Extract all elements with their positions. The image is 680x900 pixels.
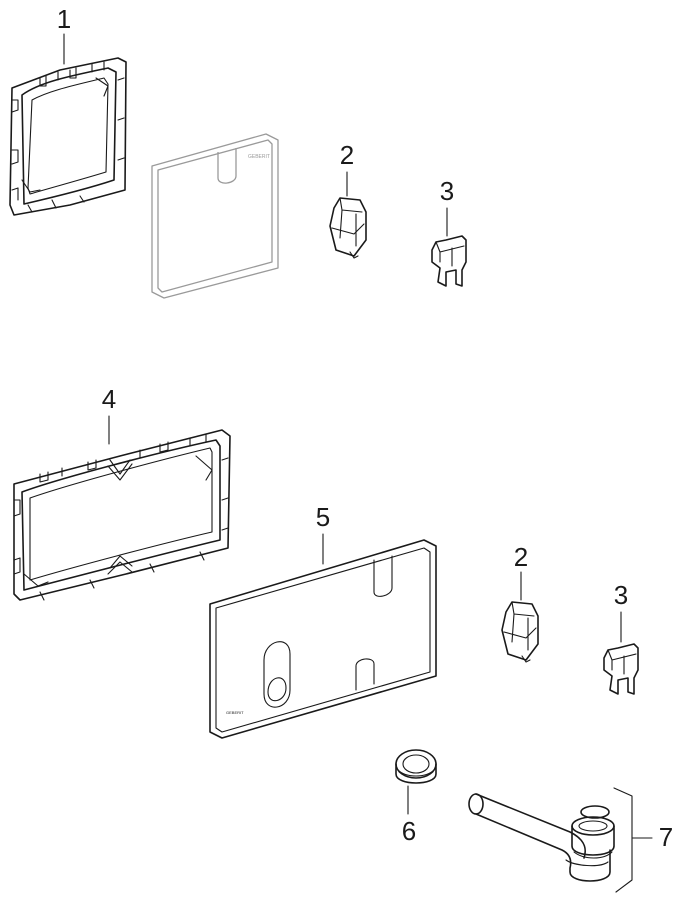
bracket-part-3-top [431, 235, 467, 287]
drain-pipe-part-7 [468, 793, 615, 882]
callout-label-3b: 3 [614, 580, 628, 610]
mounting-frame-small [9, 57, 127, 216]
callout-label-6: 6 [402, 816, 416, 846]
callout-label-2: 2 [340, 140, 354, 170]
callout-label-2b: 2 [514, 542, 528, 572]
callout-label-1: 1 [57, 4, 71, 34]
callout-label-3: 3 [440, 176, 454, 206]
mounting-frame-large [13, 429, 231, 601]
cover-plate-small: GEBERIT [151, 133, 279, 299]
plate-small-brand: GEBERIT [248, 154, 270, 160]
actuator-plate-large: GEBERIT [209, 539, 437, 739]
bracket-part-7 [613, 787, 653, 893]
clip-part-2-top [329, 197, 367, 259]
bracket-part-3-bottom [603, 643, 639, 695]
plate-large-brand: GEBERIT [226, 710, 244, 715]
callout-label-4: 4 [102, 384, 116, 414]
callout-label-5: 5 [316, 502, 330, 532]
seal-ring-part-6 [395, 749, 437, 784]
clip-part-2-bottom [501, 601, 539, 663]
callout-label-7: 7 [659, 822, 673, 852]
